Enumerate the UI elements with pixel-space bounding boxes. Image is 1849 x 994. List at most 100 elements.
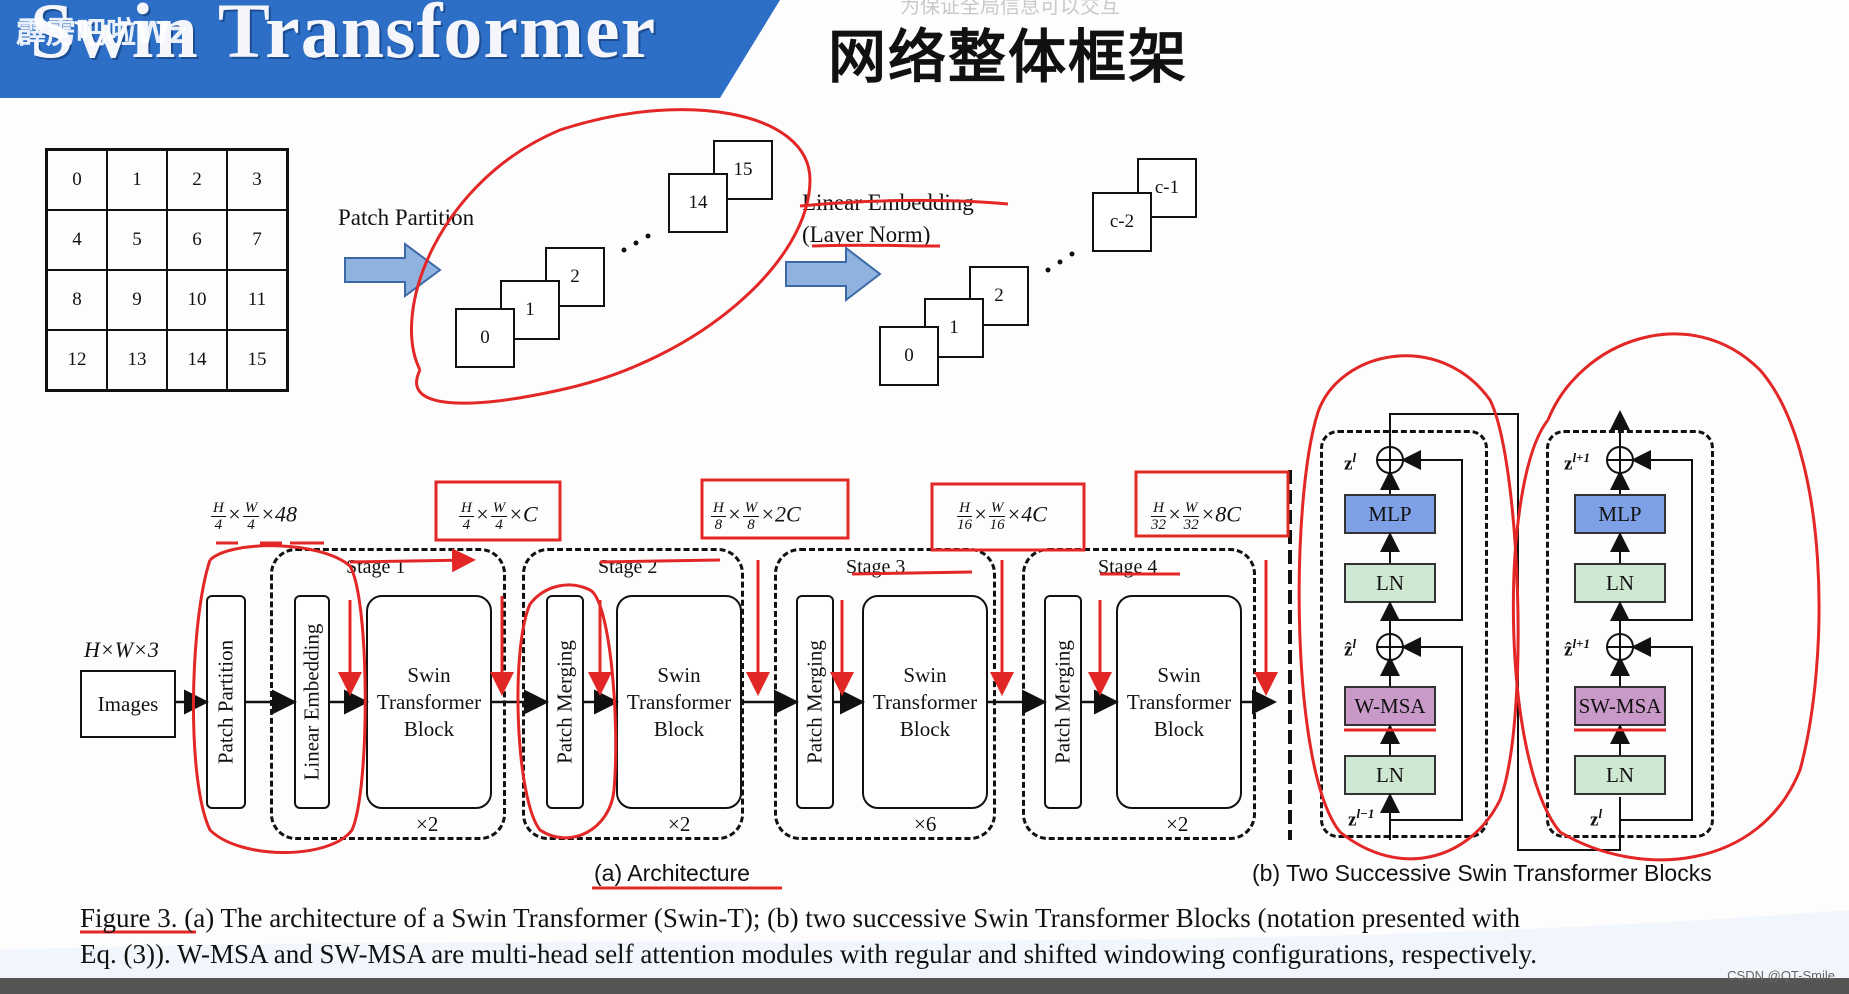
frac-den: 8	[747, 517, 755, 533]
repeat-3: ×6	[914, 812, 937, 836]
block-line: Swin	[407, 662, 451, 687]
block-line: Swin	[1157, 662, 1201, 687]
red-annotations	[80, 108, 1821, 934]
header-banner	[0, 0, 780, 98]
ellipsis-dots-1	[621, 233, 651, 253]
grid-cell: 14	[167, 330, 227, 390]
block-l1-container	[1546, 430, 1714, 838]
frac-den: 16	[989, 517, 1005, 533]
patch-merging-box-2: Patch Merging	[546, 595, 584, 809]
frac-num: H	[711, 500, 726, 517]
decorative-swoosh	[0, 910, 1849, 978]
z-sup: l	[1598, 806, 1603, 821]
z-sym: z	[1590, 809, 1599, 831]
frac-den: 16	[957, 517, 972, 533]
z-sup: l	[1352, 636, 1357, 651]
video-control-bar[interactable]	[0, 978, 1849, 994]
block-right-lines	[1606, 410, 1693, 821]
z-sym: z	[1564, 453, 1573, 475]
repeat-2: ×2	[668, 812, 691, 836]
frac-num: W	[742, 500, 760, 517]
caption-a: (a) Architecture	[594, 860, 750, 886]
grid-cell: 6	[167, 210, 227, 270]
block-line: Block	[653, 716, 705, 741]
slide-title: Swin Transformer	[30, 0, 657, 74]
grid-cell: 8	[47, 270, 107, 330]
mlp-box-right: MLP	[1574, 494, 1666, 534]
block-line: Block	[1153, 716, 1205, 741]
z-cur-label: zl	[1590, 806, 1602, 831]
frac-num: W	[1182, 500, 1200, 517]
ln-box-right-bottom: LN	[1574, 755, 1666, 795]
frac-den: 4	[495, 517, 503, 533]
patch-grid: 0 1 2 3 4 5 6 7 8 9 10 11 12 13 14 15	[45, 148, 289, 392]
dim-value: ×8C	[1200, 501, 1241, 527]
grid-cell: 9	[107, 270, 167, 330]
frac-num: W	[988, 500, 1006, 517]
grid-cell: 13	[107, 330, 167, 390]
channel-box-0: 0	[879, 326, 939, 386]
input-dim: H×W×3	[84, 637, 159, 662]
z-label: zl	[1344, 450, 1356, 475]
z-hat-label: ẑl	[1344, 636, 1356, 661]
embedding-arrow-icon	[785, 245, 882, 303]
frac-num: H	[459, 500, 474, 517]
mlp-box-left: MLP	[1344, 494, 1436, 534]
ln-box-right-top: LN	[1574, 563, 1666, 603]
grid-cell: 3	[227, 150, 287, 210]
frac-den: 32	[1183, 517, 1199, 533]
block-line: Block	[899, 716, 951, 741]
grid-cell: 5	[107, 210, 167, 270]
grid-cell: 10	[167, 270, 227, 330]
block-line: Block	[403, 716, 455, 741]
repeat-4: ×2	[1166, 812, 1189, 836]
grid-cell: 7	[227, 210, 287, 270]
grid-cell: 1	[107, 150, 167, 210]
block-line: Transformer	[376, 689, 482, 714]
z-sup: l	[1352, 450, 1357, 465]
frac-den: 32	[1151, 517, 1166, 533]
dim-value: ×2C	[760, 501, 801, 527]
grid-cell: 11	[227, 270, 287, 330]
ln-box-left-bottom: LN	[1344, 755, 1436, 795]
dim-value: ×C	[508, 501, 538, 527]
z-sym: ẑ	[1344, 639, 1353, 661]
block-line: Transformer	[626, 689, 732, 714]
z-sym: z	[1348, 809, 1357, 831]
z-sup: l−1	[1356, 806, 1375, 821]
grid-cell: 0	[47, 150, 107, 210]
block-line: Transformer	[872, 689, 978, 714]
linear-embedding-box: Linear Embedding	[294, 595, 330, 809]
grid-cell: 12	[47, 330, 107, 390]
block-line: Swin	[657, 662, 701, 687]
dim-value: ×48	[260, 501, 298, 527]
frac-num: H	[1151, 500, 1166, 517]
repeat-1: ×2	[416, 812, 439, 836]
z-hat-next-label: ẑl+1	[1564, 636, 1590, 661]
grid-cell: 4	[47, 210, 107, 270]
dim-value: ×4C	[1006, 501, 1047, 527]
frac-den: 4	[214, 517, 223, 533]
caption-b: (b) Two Successive Swin Transformer Bloc…	[1252, 860, 1712, 886]
channel-box-c-2: c-2	[1092, 192, 1152, 252]
z-sup: l+1	[1572, 450, 1590, 465]
frac-num: H	[211, 500, 226, 517]
chinese-title: 网络整体框架	[828, 23, 1189, 91]
images-box: Images	[80, 670, 176, 738]
